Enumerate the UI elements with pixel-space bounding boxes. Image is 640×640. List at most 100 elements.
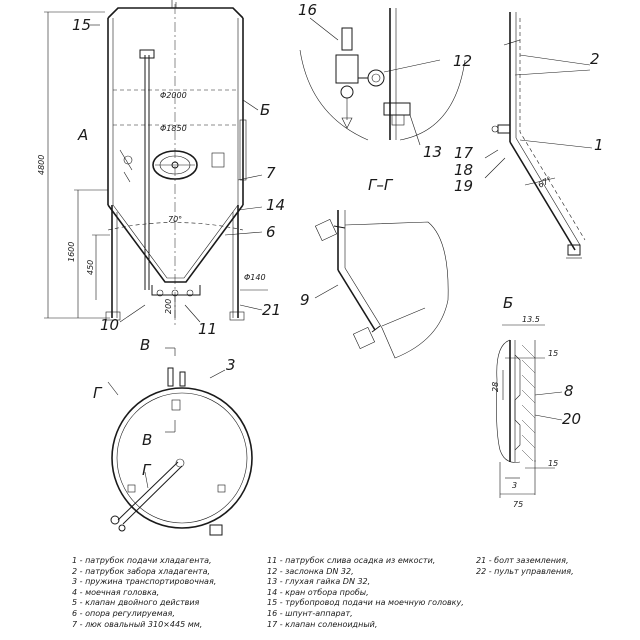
label-section-GG: Г–Г: [368, 176, 394, 194]
label-8: 8: [564, 382, 574, 400]
legend-item: 13 - глухая гайка DN 32,: [267, 577, 371, 587]
wash-head: [139, 49, 155, 59]
detail-A: 16 12 13: [298, 1, 472, 161]
label-7: 7: [266, 164, 276, 182]
tank-top: [107, 7, 244, 19]
label-19: 19: [454, 177, 473, 195]
top-pipe-inner: [122, 465, 183, 525]
top-bottom-fitting: [209, 524, 223, 536]
leader-14: [237, 206, 263, 211]
label-11: 11: [198, 320, 217, 338]
legend-item: 6 - опора регулируемая,: [72, 608, 175, 618]
top-valve-2: [118, 524, 126, 532]
legend-item: 1 - патрубок подачи хладагента,: [72, 556, 212, 565]
gate-valve-dn32: [367, 69, 385, 87]
control-panel: [211, 152, 225, 168]
cone-inner: [112, 204, 239, 279]
leader-2b: [514, 69, 591, 76]
leader-13: [409, 114, 421, 146]
jacket-channel: [519, 18, 586, 241]
leader-16: [309, 17, 339, 41]
top-side-fitting-left: [127, 484, 136, 493]
leader-18: [484, 149, 499, 159]
dim-phi1850: Φ1850: [160, 124, 187, 133]
dim-135: 13.5: [522, 315, 540, 324]
top-view-inner: [116, 392, 248, 524]
legend-item: 16 - шпунт-аппарат,: [267, 608, 353, 618]
leader-2: [519, 54, 591, 66]
gg-top-fitting: [314, 218, 338, 242]
label-18: 18: [454, 161, 473, 179]
legend-item: 14 - кран отбора пробы,: [267, 587, 369, 597]
legend-item: 11 - патрубок слива осадка из емкости,: [267, 556, 436, 565]
label-13: 13: [423, 143, 442, 161]
legend-item: 22 - пульт управления,: [476, 566, 574, 576]
foot-left: [105, 311, 121, 321]
label-15: 15: [72, 16, 91, 34]
dim-15a: 15: [548, 349, 558, 358]
bung-tip: [341, 117, 353, 129]
cone-level-line: [107, 222, 244, 231]
insulation-hatching: [521, 344, 536, 462]
legend-item: 17 - клапан соленоидный,: [267, 619, 378, 629]
label-B-mid: В: [142, 431, 152, 449]
label-10: 10: [100, 316, 119, 334]
leader-12: [383, 59, 441, 73]
dim-75: 75: [513, 500, 523, 509]
dim-phi140: Φ140: [244, 273, 266, 282]
label-17: 17: [454, 144, 474, 162]
leader-10: [119, 304, 146, 323]
dim-450: 450: [86, 260, 95, 275]
jacket-detail: 2 1 17 18 19 67°: [454, 12, 604, 259]
cone: [107, 204, 244, 283]
bottom-outlet: [151, 285, 201, 296]
sample-valve: [123, 155, 133, 165]
top-side-fitting-right: [217, 484, 226, 493]
outlet-valve-3: [186, 289, 194, 297]
leader-19: [484, 157, 506, 179]
leader-1: [519, 139, 593, 149]
leader-20: [534, 414, 563, 421]
section-GG: Г–Г 9: [300, 176, 449, 359]
detail-B-dimple: [514, 354, 521, 451]
label-B-view: Б: [260, 101, 270, 119]
gg-leader-line: [381, 307, 426, 327]
tank-front-view: 15 A Б 7 14 6 21 10 11 4800 1600 450 200…: [37, 0, 285, 338]
dim-1600: 1600: [67, 242, 76, 262]
leader-9: [314, 284, 339, 299]
leader-6deg: [503, 39, 521, 46]
label-9: 9: [300, 291, 310, 309]
top-view: В Г В Г 3: [93, 336, 253, 536]
label-A: A: [77, 126, 88, 144]
dim-15b: 15: [548, 459, 558, 468]
gg-cone-outer: [337, 269, 376, 331]
legend-item: 4 - моечная головка,: [72, 587, 160, 597]
gg-top-pipe: [333, 225, 346, 229]
leader-B: [242, 99, 259, 111]
leader-8: [534, 391, 563, 396]
dim-3: 3: [512, 481, 517, 490]
legend-item: 12 - заслонка DN 32,: [267, 566, 354, 576]
label-16: 16: [298, 1, 317, 19]
sample-valve-handle: [119, 149, 133, 183]
jacket-cone-inner: [515, 137, 581, 246]
solenoid-fitting: [491, 125, 499, 133]
gg-bottom-pipe: [371, 325, 381, 333]
top-pipe-end: [175, 458, 185, 468]
detail-A-boundary-left: [299, 49, 369, 141]
jacket-cone-outer: [509, 141, 576, 251]
outlet-valve-1: [156, 289, 164, 297]
side-rail: [239, 119, 247, 181]
detail-A-boundary-right: [399, 59, 466, 141]
label-14: 14: [266, 196, 285, 214]
blind-nut-dn32: [383, 102, 411, 116]
top-fitting-box: [171, 399, 181, 411]
legend-item: 15 - трубопровод подачи на моечную голов…: [267, 598, 464, 608]
legend-column-3: 21 - болт заземления,22 - пульт управлен…: [476, 556, 574, 577]
legend-item: 7 - люк овальный 310×445 мм,: [72, 619, 203, 629]
label-20: 20: [562, 410, 581, 428]
label-21: 21: [262, 301, 281, 319]
leader-11: [184, 304, 201, 323]
view-G-arrow-2: [144, 471, 149, 489]
